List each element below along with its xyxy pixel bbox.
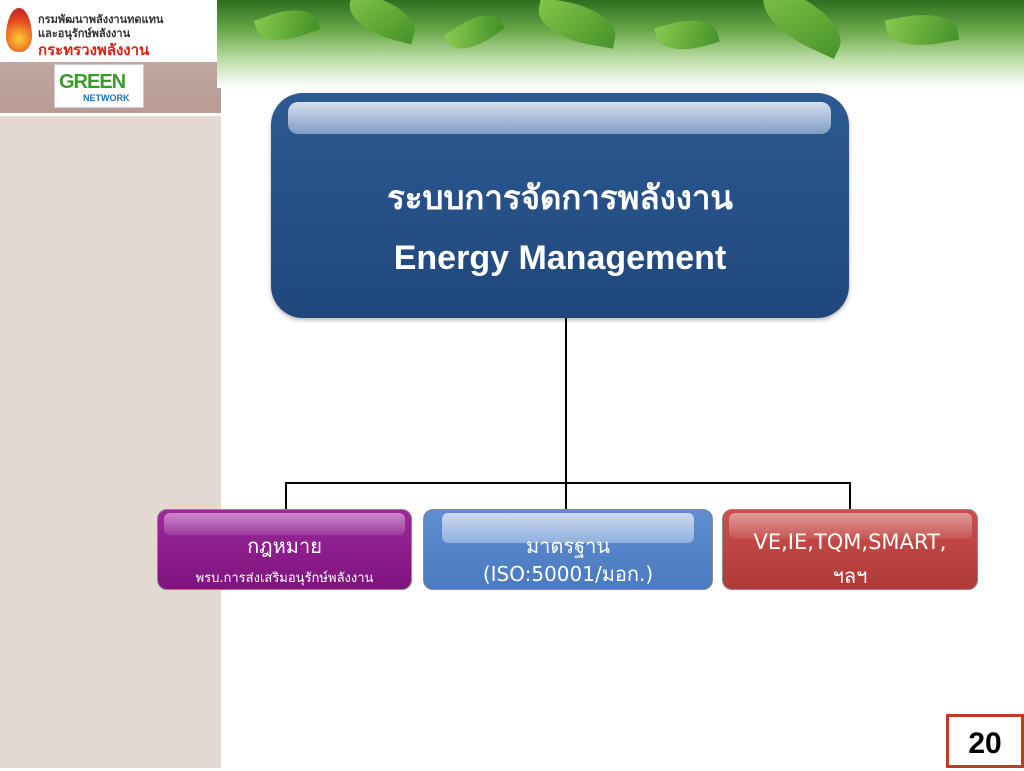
- standard-subtitle: (ISO:50001/มอก.): [482, 562, 654, 586]
- leaf-banner-image: [217, 0, 1024, 88]
- leaf-icon: [443, 4, 506, 60]
- main-title-english: Energy Management: [393, 239, 727, 277]
- tools-title: VE,IE,TQM,SMART,: [753, 530, 947, 554]
- leaf-icon: [343, 0, 421, 45]
- law-title: กฎหมาย: [247, 534, 322, 558]
- logo-ministry-name: กระทรวงพลังงาน: [38, 41, 150, 59]
- main-box-gloss: [288, 102, 831, 134]
- green-network-logo: GREEN NETWORK: [54, 64, 144, 108]
- leaf-icon: [884, 8, 960, 52]
- leaf-icon: [752, 0, 852, 60]
- leaf-icon: [534, 0, 620, 49]
- logo-department-line1: กรมพัฒนาพลังงานทดแทน: [38, 13, 164, 26]
- law-subtitle: พรบ.การส่งเสริมอนุรักษ์พลังงาน: [195, 571, 374, 586]
- standard-box: มาตรฐาน (ISO:50001/มอก.): [423, 509, 713, 590]
- standard-box-gloss: [442, 513, 694, 543]
- ministry-logo: กรมพัฒนาพลังงานทดแทน และอนุรักษ์พลังงาน …: [0, 0, 217, 62]
- page-number: 20: [946, 714, 1024, 768]
- connector-left-drop: [285, 482, 287, 509]
- tools-subtitle: ฯลฯ: [832, 564, 868, 588]
- leaf-icon: [654, 12, 720, 58]
- connector-vertical-main: [565, 318, 567, 484]
- standard-title: มาตรฐาน: [525, 534, 611, 558]
- leaf-icon: [253, 0, 321, 50]
- tools-box: VE,IE,TQM,SMART, ฯลฯ: [722, 509, 978, 590]
- connector-right-drop: [849, 482, 851, 509]
- green-logo-subword: NETWORK: [83, 93, 130, 103]
- logo-department-line2: และอนุรักษ์พลังงาน: [38, 27, 131, 40]
- connector-center-drop: [565, 482, 567, 509]
- flame-icon: [6, 8, 32, 52]
- left-sidebar: [0, 0, 221, 768]
- green-logo-word: GREEN: [59, 71, 126, 93]
- connector-horizontal: [285, 482, 851, 484]
- tools-box-gloss: [729, 513, 972, 539]
- sidebar-divider: [0, 113, 221, 116]
- energy-management-box: ระบบการจัดการพลังงาน Energy Management: [271, 93, 849, 318]
- law-box: กฎหมาย พรบ.การส่งเสริมอนุรักษ์พลังงาน: [157, 509, 412, 590]
- law-box-gloss: [164, 513, 405, 535]
- main-title-thai: ระบบการจัดการพลังงาน: [387, 178, 733, 217]
